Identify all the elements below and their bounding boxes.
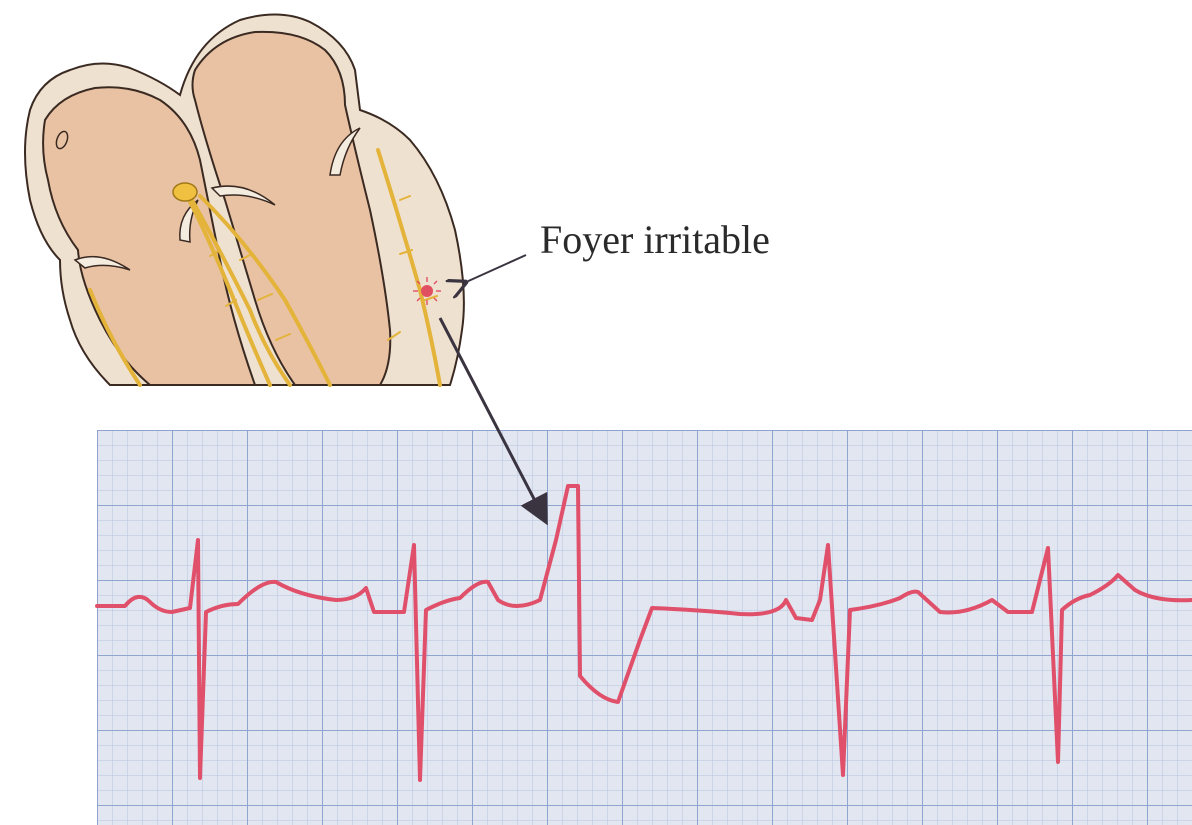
ectopic-focus-icon: [413, 277, 441, 305]
av-node: [173, 183, 197, 201]
foyer-irritable-label: Foyer irritable: [540, 217, 770, 262]
heart-cross-section-icon: [25, 14, 464, 385]
label-pointer-arrow: [464, 255, 526, 283]
